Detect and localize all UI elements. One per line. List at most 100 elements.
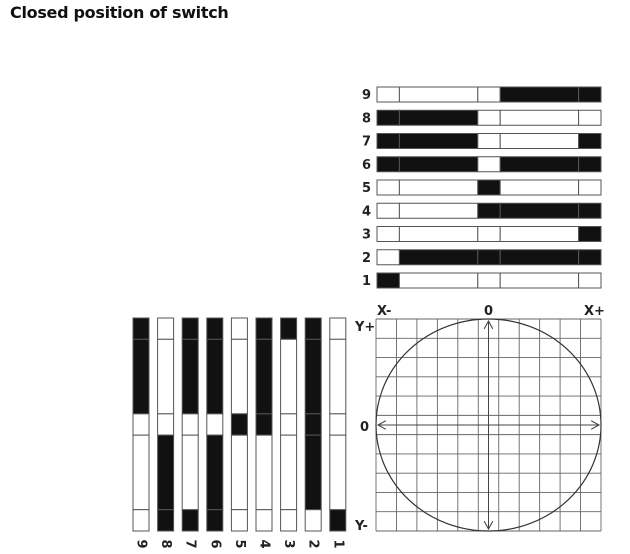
h-switch-5: 5 <box>362 179 602 196</box>
v-switch-label: 8 <box>158 539 173 548</box>
v-switch-label: 9 <box>134 539 149 548</box>
v-switch-segment <box>280 317 298 340</box>
h-switch-segment <box>477 86 501 103</box>
v-switch-label: 2 <box>306 539 321 548</box>
h-switch-segment <box>499 249 580 266</box>
h-switch-segment <box>376 226 400 242</box>
h-switch-segment <box>376 156 400 173</box>
h-switch-2: 2 <box>362 249 602 266</box>
v-switch-segment <box>255 413 273 436</box>
v-switch-segment <box>132 413 150 436</box>
axis-label-x-zero: 0 <box>484 304 493 319</box>
v-switch-segment <box>304 434 322 511</box>
v-switch-segment <box>255 509 273 532</box>
v-switch-segment <box>206 317 224 340</box>
h-switch-segment <box>499 179 580 196</box>
h-switch-segment <box>398 86 479 103</box>
h-switch-segment <box>398 202 479 219</box>
v-switch-segment <box>329 434 347 511</box>
h-switch-segment <box>376 86 400 103</box>
h-switch-segment <box>477 249 501 266</box>
axis-labels: X- 0 X+ Y+ 0 Y- <box>354 304 605 534</box>
v-switch-9: 9 <box>132 317 150 549</box>
h-switch-segment <box>398 272 479 289</box>
h-switch-label: 5 <box>362 181 371 196</box>
v-switch-segment <box>181 317 199 340</box>
v-switch-segment <box>181 413 199 436</box>
h-switch-label: 9 <box>362 88 371 103</box>
h-switch-segment <box>376 202 400 219</box>
arrow-left-icon <box>376 420 387 430</box>
v-switch-segment <box>255 317 273 340</box>
h-switch-segment <box>578 156 602 173</box>
h-switch-segment <box>398 133 479 149</box>
v-switch-segment <box>280 434 298 511</box>
axis-label-y-zero: 0 <box>360 420 369 435</box>
h-switch-9: 9 <box>362 86 602 103</box>
h-switch-segment <box>376 249 400 266</box>
page-title: Closed position of switch <box>10 3 229 22</box>
v-switch-segment <box>304 413 322 436</box>
v-switch-8: 8 <box>157 317 175 549</box>
h-switch-8: 8 <box>362 109 602 126</box>
h-switch-segment <box>477 202 501 219</box>
h-switch-segment <box>499 202 580 219</box>
v-switch-3: 3 <box>280 317 298 549</box>
h-switch-label: 2 <box>362 251 371 266</box>
h-switch-1: 1 <box>362 272 602 289</box>
h-switch-label: 8 <box>362 111 371 126</box>
h-switch-segment <box>477 156 501 173</box>
v-switch-label: 1 <box>330 539 345 548</box>
v-switch-segment <box>206 509 224 532</box>
h-switch-segment <box>578 179 602 196</box>
h-switch-segment <box>578 272 602 289</box>
v-switch-segment <box>230 317 248 340</box>
h-switch-segment <box>376 133 400 149</box>
h-switch-segment <box>578 202 602 219</box>
h-switch-segment <box>398 249 479 266</box>
v-switch-segment <box>280 413 298 436</box>
h-switch-segment <box>376 272 400 289</box>
h-switch-segment <box>398 156 479 173</box>
xy-grid-field <box>375 318 602 532</box>
v-switch-label: 4 <box>257 539 272 548</box>
v-switch-segment <box>132 509 150 532</box>
h-switch-4: 4 <box>362 202 602 219</box>
h-switch-segment <box>376 179 400 196</box>
axis-label-y-minus: Y- <box>354 519 368 534</box>
axis-label-y-plus: Y+ <box>354 320 375 335</box>
v-switch-segment <box>206 338 224 415</box>
v-switch-segment <box>181 338 199 415</box>
v-switch-segment <box>230 338 248 415</box>
v-switch-segment <box>132 317 150 340</box>
v-switch-6: 6 <box>206 317 224 549</box>
h-switch-3: 3 <box>362 226 602 243</box>
h-switch-segment <box>376 109 400 126</box>
h-switch-label: 1 <box>362 274 371 289</box>
h-switch-segment <box>477 272 501 289</box>
h-switch-segment <box>398 109 479 126</box>
v-switch-segment <box>157 317 175 340</box>
axis-label-x-minus: X- <box>377 304 391 319</box>
h-switch-segment <box>578 109 602 126</box>
h-switch-segment <box>499 156 580 173</box>
v-switch-segment <box>329 413 347 436</box>
v-switch-segment <box>329 509 347 532</box>
v-switch-1: 1 <box>329 317 347 549</box>
h-switch-segment <box>499 109 580 126</box>
v-switch-segment <box>206 413 224 436</box>
v-switch-segment <box>230 434 248 511</box>
arrow-right-icon <box>590 420 601 430</box>
v-switch-5: 5 <box>230 317 248 549</box>
h-switch-segment <box>499 272 580 289</box>
h-switch-segment <box>499 133 580 149</box>
v-switch-segment <box>280 338 298 415</box>
v-switch-segment <box>230 413 248 436</box>
h-switch-segment <box>477 226 501 242</box>
h-switch-6: 6 <box>362 156 602 173</box>
arrow-down-icon <box>483 520 494 531</box>
h-switch-segment <box>398 179 479 196</box>
